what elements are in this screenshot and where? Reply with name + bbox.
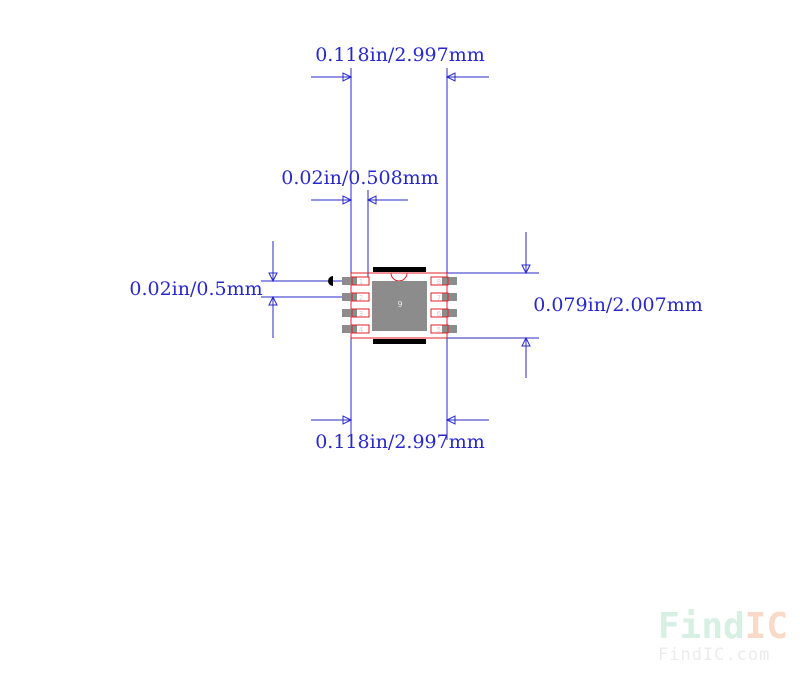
pitch-arrow-top-icon — [268, 272, 278, 283]
bottom-width-label: 0.118in/2.997mm — [315, 431, 485, 453]
pin-number: 5 — [437, 326, 441, 334]
pad-arrow-left-icon — [342, 195, 353, 205]
pad-width-dimension: 0.02in/0.508mm — [281, 167, 439, 277]
pin-pad — [342, 293, 357, 301]
left-pin-2: 2 — [342, 292, 370, 302]
pin-pad — [442, 325, 457, 333]
pin-number: 2 — [359, 294, 363, 302]
package-footprint: 9 1 2 3 4 8 7 — [328, 267, 457, 344]
watermark-url: FindIC.com — [658, 645, 770, 665]
left-pin-1: 1 — [342, 276, 370, 286]
left-pin-4: 4 — [342, 324, 370, 334]
height-arrow-bottom-icon — [521, 336, 531, 347]
pin-pad — [342, 309, 357, 317]
pin-outline — [351, 324, 370, 334]
pin-outline — [430, 276, 449, 286]
pin-outline — [351, 308, 370, 318]
height-arrow-top-icon — [521, 264, 531, 275]
right-pin-6: 6 — [430, 308, 457, 318]
pin-outline — [430, 308, 449, 318]
pitch-dimension: 0.02in/0.5mm — [129, 241, 351, 338]
bottom-arrow-right-icon — [445, 415, 456, 425]
pin-pad — [442, 309, 457, 317]
body-height-label: 0.079in/2.007mm — [533, 294, 703, 316]
pin-number: 8 — [437, 278, 441, 286]
silkscreen-bottom-bar — [373, 339, 426, 344]
pin-outline — [351, 276, 370, 286]
right-pin-5: 5 — [430, 324, 457, 334]
pin1-notch-icon — [390, 272, 408, 282]
findic-watermark: FindIC FindIC.com — [658, 606, 788, 665]
pad-width-label: 0.02in/0.508mm — [281, 167, 438, 189]
pin-number: 4 — [359, 326, 364, 334]
bottom-arrow-left-icon — [342, 415, 353, 425]
top-arrow-left-icon — [342, 72, 353, 82]
pin-number: 3 — [359, 310, 363, 318]
pin-pad — [342, 277, 357, 285]
pin-pad — [442, 293, 457, 301]
pin-number: 7 — [437, 294, 441, 302]
bottom-width-dimension: 0.118in/2.997mm — [311, 415, 489, 453]
pin-number: 6 — [437, 310, 442, 318]
pad-arrow-right-icon — [366, 195, 377, 205]
pin-outline — [351, 292, 370, 302]
top-arrow-right-icon — [445, 72, 456, 82]
pin-outline — [430, 324, 449, 334]
silkscreen-top-bar — [373, 267, 426, 272]
pitch-arrow-bottom-icon — [268, 295, 278, 306]
left-pin-3: 3 — [342, 308, 370, 318]
watermark-logo: FindIC — [658, 606, 788, 647]
body-height-dimension: 0.079in/2.007mm — [447, 232, 703, 378]
right-pin-8: 8 — [430, 276, 457, 286]
pitch-label: 0.02in/0.5mm — [129, 278, 262, 300]
top-width-label: 0.118in/2.997mm — [315, 44, 485, 66]
thermal-pad-label: 9 — [397, 300, 402, 309]
pin-outline — [430, 292, 449, 302]
thermal-pad — [372, 281, 427, 331]
watermark-logo-ic: IC — [745, 606, 788, 647]
package-body-outline — [350, 272, 448, 339]
right-pin-7: 7 — [430, 292, 457, 302]
watermark-logo-find: Find — [658, 606, 745, 647]
pin-number: 1 — [359, 278, 363, 286]
top-width-dimension: 0.118in/2.997mm — [311, 44, 489, 440]
pin-pad — [442, 277, 457, 285]
pin1-marker-icon — [328, 276, 333, 286]
pin-pad — [342, 325, 357, 333]
